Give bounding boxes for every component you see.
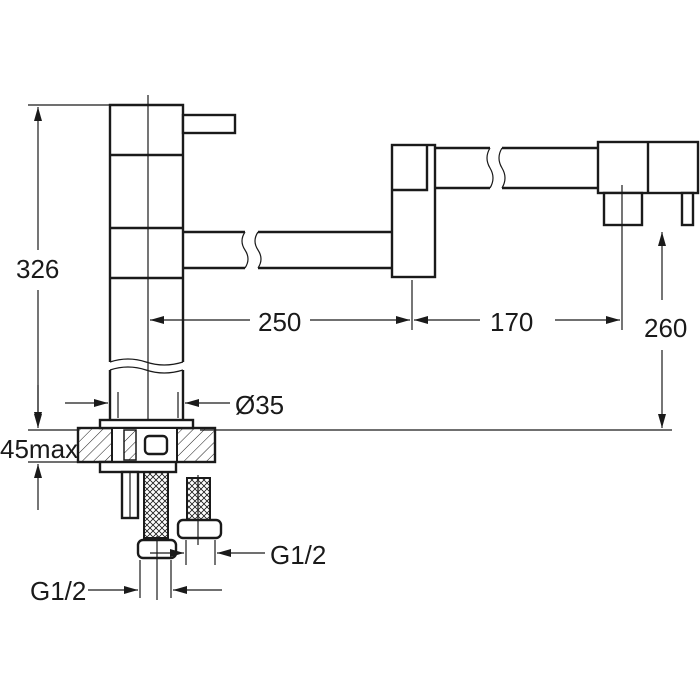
dim-connection-right: G1/2	[270, 540, 326, 570]
dim-spout-height: 260	[644, 313, 687, 343]
dim-spout-reach-1: 250	[258, 307, 301, 337]
hose-right	[176, 475, 223, 545]
dimension-lines	[28, 104, 672, 598]
dim-diameter: Ø35	[235, 390, 284, 420]
faucet-body	[108, 95, 185, 430]
lever-handle	[181, 113, 237, 135]
mounting-stud	[120, 470, 140, 520]
dim-max-thickness: 45max	[0, 434, 78, 464]
countertop-section	[76, 418, 217, 474]
spout-head	[596, 140, 700, 330]
spout-elbow	[390, 143, 437, 279]
dim-height-total: 326	[16, 254, 59, 284]
dim-spout-reach-2: 170	[490, 307, 533, 337]
spout-arm-1	[183, 230, 392, 270]
spout-arm-2	[435, 146, 598, 190]
dim-connection-left: G1/2	[30, 576, 86, 606]
hose-left	[136, 471, 178, 600]
